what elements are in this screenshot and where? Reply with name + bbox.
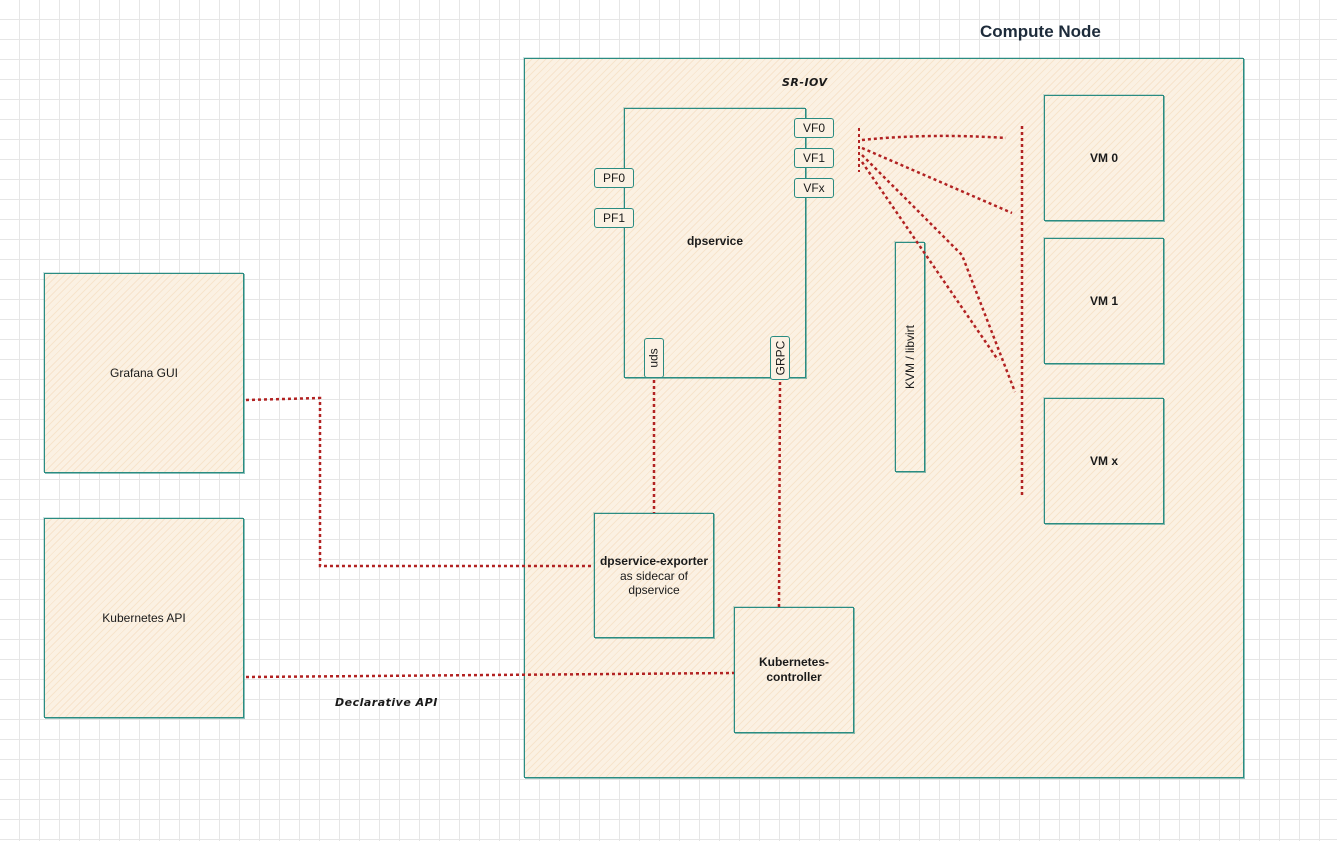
dpservice-label: dpservice [686,234,744,248]
vm-0-label: VM 0 [1089,151,1118,165]
port-grpc[interactable]: GRPC [770,336,790,380]
kvm-libvirt-label: KVM / libvirt [903,324,918,390]
kubernetes-controller-label: Kubernetes-controller [758,655,829,684]
kubernetes-api-label: Kubernetes API [102,611,186,625]
vm-0-box[interactable]: VM 0 [1044,95,1164,221]
sriov-label: SR-IOV [782,76,828,89]
port-vf0[interactable]: VF0 [794,118,834,138]
exporter-box[interactable]: dpservice-exporter as sidecar of dpservi… [594,513,714,638]
port-pf0[interactable]: PF0 [594,168,634,188]
kvm-libvirt-box[interactable]: KVM / libvirt [895,242,925,472]
port-vfx[interactable]: VFx [794,178,834,198]
compute-node-title: Compute Node [980,22,1101,41]
port-pf1[interactable]: PF1 [594,208,634,228]
grafana-gui-label: Grafana GUI [109,366,179,380]
exporter-title: dpservice-exporter [599,554,709,568]
grafana-gui-box[interactable]: Grafana GUI [44,273,244,473]
vm-x-box[interactable]: VM x [1044,398,1164,524]
port-uds-label: uds [647,348,662,368]
port-uds[interactable]: uds [644,338,664,378]
kubernetes-api-box[interactable]: Kubernetes API [44,518,244,718]
port-vf1[interactable]: VF1 [794,148,834,168]
vm-x-label: VM x [1089,454,1118,468]
port-grpc-label: GRPC [773,340,788,376]
vm-1-box[interactable]: VM 1 [1044,238,1164,364]
dpservice-box[interactable]: dpservice [624,108,806,378]
declarative-api-label: Declarative API [335,696,438,709]
kubernetes-controller-box[interactable]: Kubernetes-controller [734,607,854,733]
vm-1-label: VM 1 [1089,294,1118,308]
exporter-subtitle: as sidecar of dpservice [619,569,689,597]
